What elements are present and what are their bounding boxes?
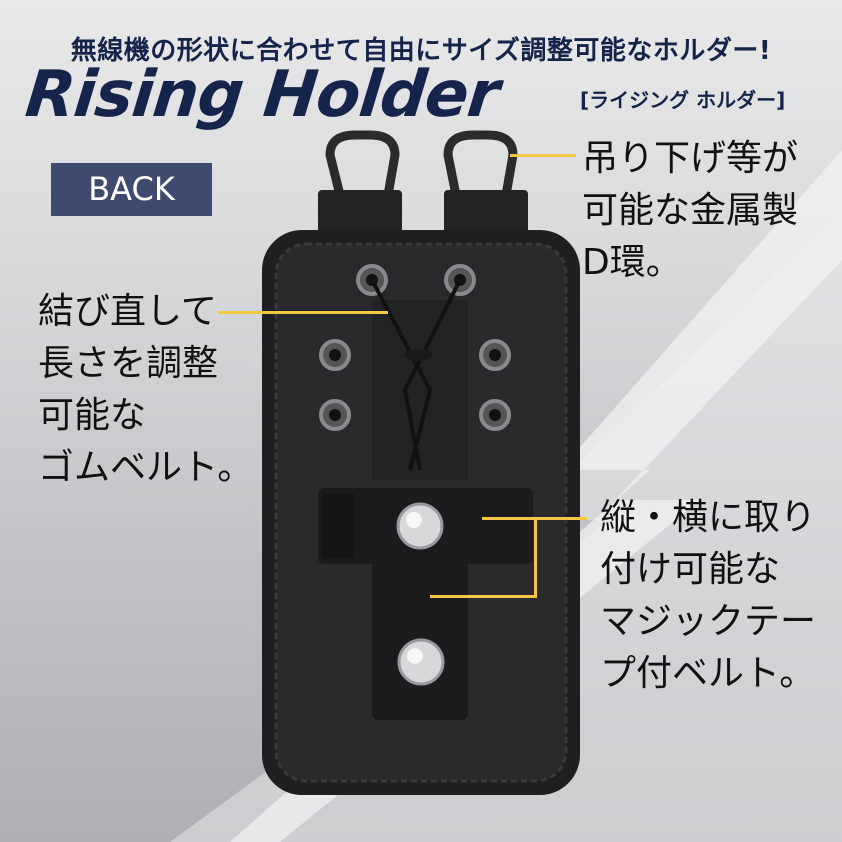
callout-velcro-belt: 縦・横に取り 付け可能な マジックテー プ付ベルト。 — [600, 497, 817, 694]
d-ring-left-icon — [325, 130, 400, 200]
back-badge: BACK — [51, 163, 212, 216]
callout-elastic-belt: 結び直して 長さを調整 可能な ゴムベルト。 — [38, 291, 254, 488]
elastic-cord — [370, 279, 462, 471]
tagline: 無線機の形状に合わせて自由にサイズ調整可能なホルダー! — [70, 36, 772, 66]
velcro-leader-line-v — [534, 517, 537, 597]
center-webbing — [372, 300, 468, 480]
velcro-leader-line-h2 — [430, 595, 537, 598]
d-ring-leader-line — [510, 154, 576, 157]
snap-button-icon — [397, 638, 445, 686]
brand-kana: [ライジング ホルダー] — [580, 88, 786, 112]
elastic-leader-line — [218, 311, 388, 314]
callout-d-ring: 吊り下げ等が 可能な金属製 D環。 — [582, 138, 799, 283]
d-ring-right-icon — [443, 130, 518, 200]
snap-button-icon — [396, 502, 444, 550]
